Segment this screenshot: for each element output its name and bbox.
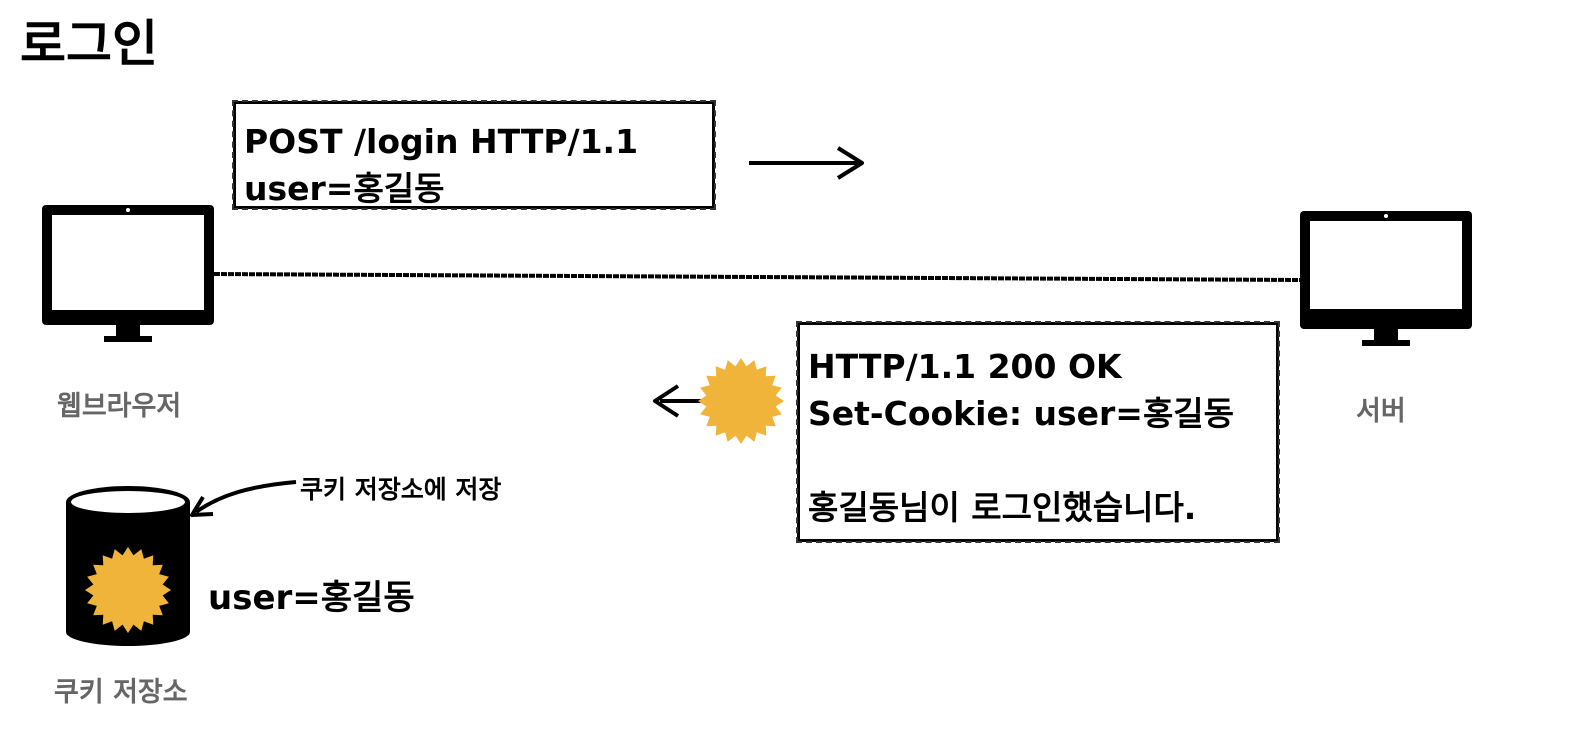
browser-monitor-icon <box>42 205 214 342</box>
browser-label: 웹브라우저 <box>57 391 182 422</box>
response-arrow-icon <box>653 384 702 418</box>
request-message-box: POST /login HTTP/1.1 user=홍길동 <box>232 100 716 210</box>
response-set-cookie-header: Set-Cookie: user=홍길동 <box>808 394 1235 433</box>
connection-line <box>213 272 1301 282</box>
response-cookie-icon <box>698 358 784 444</box>
request-line: POST /login HTTP/1.1 <box>244 122 639 161</box>
cookie-store-note: 쿠키 저장소에 저장 <box>300 475 502 504</box>
server-label: 서버 <box>1356 396 1406 427</box>
stored-cookie-icon <box>85 547 171 633</box>
stored-cookie-value: user=홍길동 <box>208 578 415 618</box>
request-arrow-icon <box>749 146 864 180</box>
store-arrow-icon <box>190 480 297 517</box>
response-blank-line <box>808 437 1276 484</box>
page-title: 로그인 <box>20 15 158 73</box>
request-body: user=홍길동 <box>244 169 445 208</box>
response-status-line: HTTP/1.1 200 OK <box>808 347 1122 386</box>
cookie-store-label: 쿠키 저장소 <box>54 677 188 708</box>
server-monitor-icon <box>1300 211 1472 346</box>
response-body: 홍길동님이 로그인했습니다. <box>808 488 1197 527</box>
response-message-box: HTTP/1.1 200 OK Set-Cookie: user=홍길동 홍길동… <box>796 321 1280 543</box>
